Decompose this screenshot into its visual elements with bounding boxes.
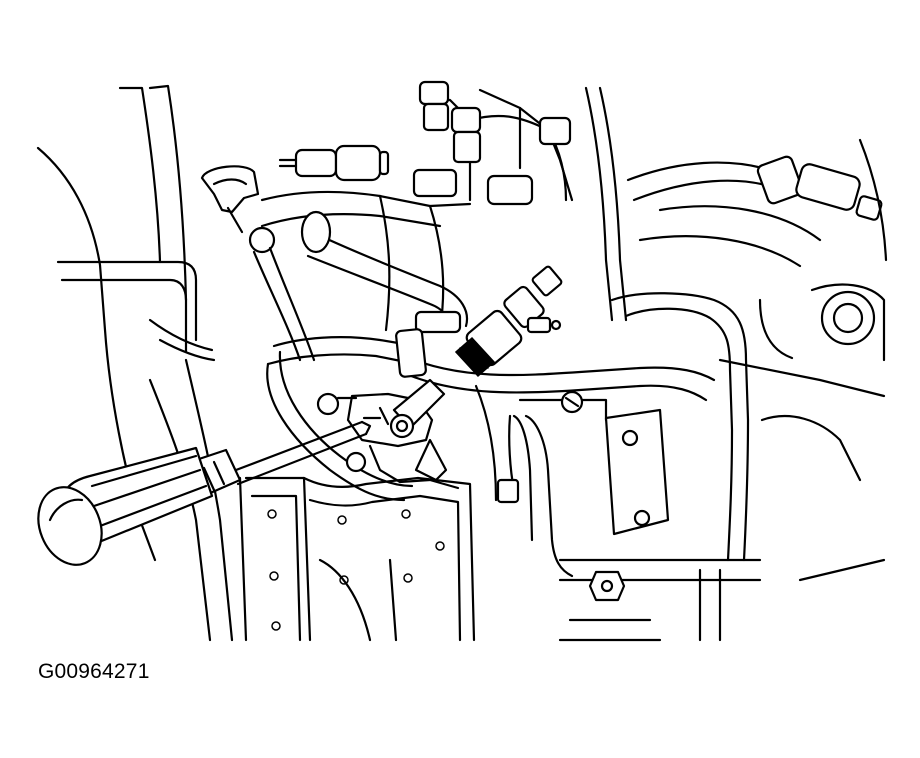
right-coolant-lines bbox=[610, 205, 886, 562]
injector-connector-top-right bbox=[626, 155, 883, 221]
injector-connector-top-center bbox=[412, 80, 572, 206]
fuel-line-bracket bbox=[316, 378, 460, 490]
lower-bolt bbox=[558, 570, 662, 642]
pressure-fitting bbox=[454, 265, 563, 378]
mounting-bracket-right bbox=[474, 384, 762, 642]
screwdriver-tool bbox=[37, 420, 372, 566]
injector-connector-top-left bbox=[278, 144, 390, 182]
figure-id-label: G00964271 bbox=[38, 660, 150, 683]
intake-hose bbox=[300, 210, 469, 334]
right-lower-structure bbox=[718, 138, 888, 582]
dipstick-handle bbox=[200, 165, 316, 362]
frame-rail bbox=[238, 476, 476, 642]
